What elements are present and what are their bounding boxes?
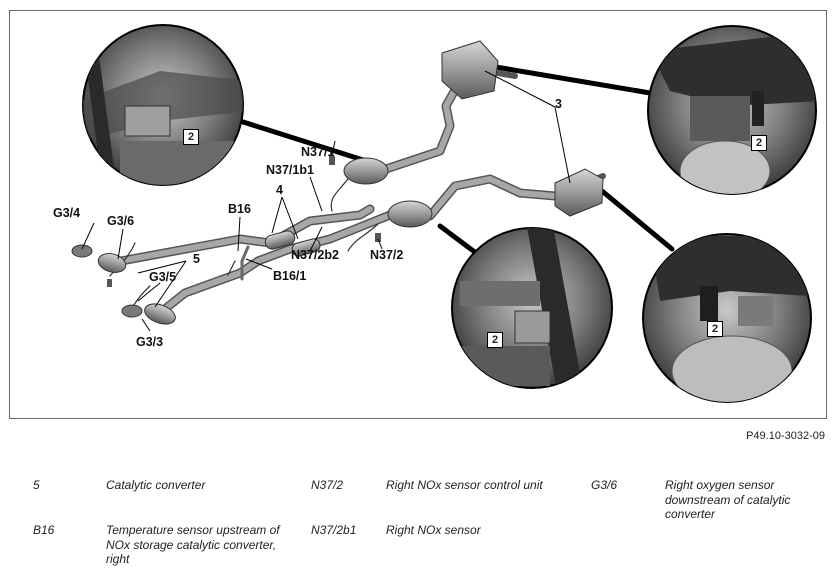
legend-text: Right oxygen sensor downstream of cataly…	[665, 478, 791, 521]
detail-photo-3	[451, 227, 613, 389]
nox-sensor-n37-1b1	[329, 156, 335, 165]
label-g3-6: G3/6	[107, 214, 135, 228]
label-n37-1: N37/1	[301, 145, 335, 159]
label-4: 4	[276, 183, 283, 197]
label-n37-1b1: N37/1b1	[266, 163, 314, 177]
center-muffler-right	[387, 200, 433, 228]
nox-storage-converter-left	[264, 230, 296, 250]
manifold-flange-right	[121, 304, 143, 318]
catalytic-converter-g3-3	[144, 303, 176, 325]
exhaust-system-drawing	[71, 24, 817, 403]
exhaust-system-figure: 2 2 2 2 G3/4 G3/6 5 G3/5 G3/3 B16 B16/1 …	[9, 10, 827, 419]
legend-code: N37/2b1	[311, 523, 357, 537]
label-leaders	[81, 70, 571, 332]
detail-1-callout: 2	[183, 129, 199, 145]
nox-storage-converter-right	[291, 238, 321, 257]
legend-code: B16	[33, 523, 55, 537]
legend-text: Temperature sensor upstream of NOx stora…	[106, 523, 280, 566]
legend-text: Right NOx sensor control unit	[386, 478, 543, 492]
oxygen-sensor-g3-6	[107, 279, 112, 287]
rear-muffler-left	[441, 40, 499, 100]
label-5: 5	[193, 252, 200, 266]
leader-detail-2	[487, 63, 653, 96]
label-g3-3: G3/3	[136, 335, 164, 349]
legend-code: G3/6	[591, 478, 618, 492]
center-muffler-left	[343, 157, 389, 185]
rear-muffler-right	[554, 168, 604, 217]
leader-detail-3	[437, 223, 483, 259]
label-n37-2: N37/2	[370, 248, 404, 262]
label-n37-2b2: N37/2b2	[291, 248, 339, 262]
leader-detail-4	[599, 188, 675, 252]
label-b16: B16	[228, 202, 251, 216]
legend-code: 5	[33, 478, 40, 492]
legend: 5 Catalytic converter N37/2 Right NOx se…	[0, 478, 837, 570]
detail-photo-1	[82, 24, 244, 186]
detail-2-callout: 2	[751, 135, 767, 151]
label-g3-4: G3/4	[53, 206, 81, 220]
legend-text: Right NOx sensor	[386, 523, 481, 537]
manifold-flange-left	[71, 244, 93, 258]
detail-photo-2	[647, 25, 817, 195]
label-3: 3	[555, 97, 562, 111]
nox-control-unit-n37-2	[375, 233, 381, 242]
detail-4-callout: 2	[707, 321, 723, 337]
legend-text: Catalytic converter	[106, 478, 206, 492]
label-g3-5: G3/5	[149, 270, 177, 284]
detail-3-callout: 2	[487, 332, 503, 348]
catalytic-converter-g3-4	[97, 253, 127, 273]
legend-code: N37/2	[311, 478, 344, 492]
figure-id: P49.10-3032-09	[746, 430, 825, 442]
detail-photo-4	[642, 233, 812, 403]
label-b16-1: B16/1	[273, 269, 307, 283]
components	[71, 40, 604, 325]
